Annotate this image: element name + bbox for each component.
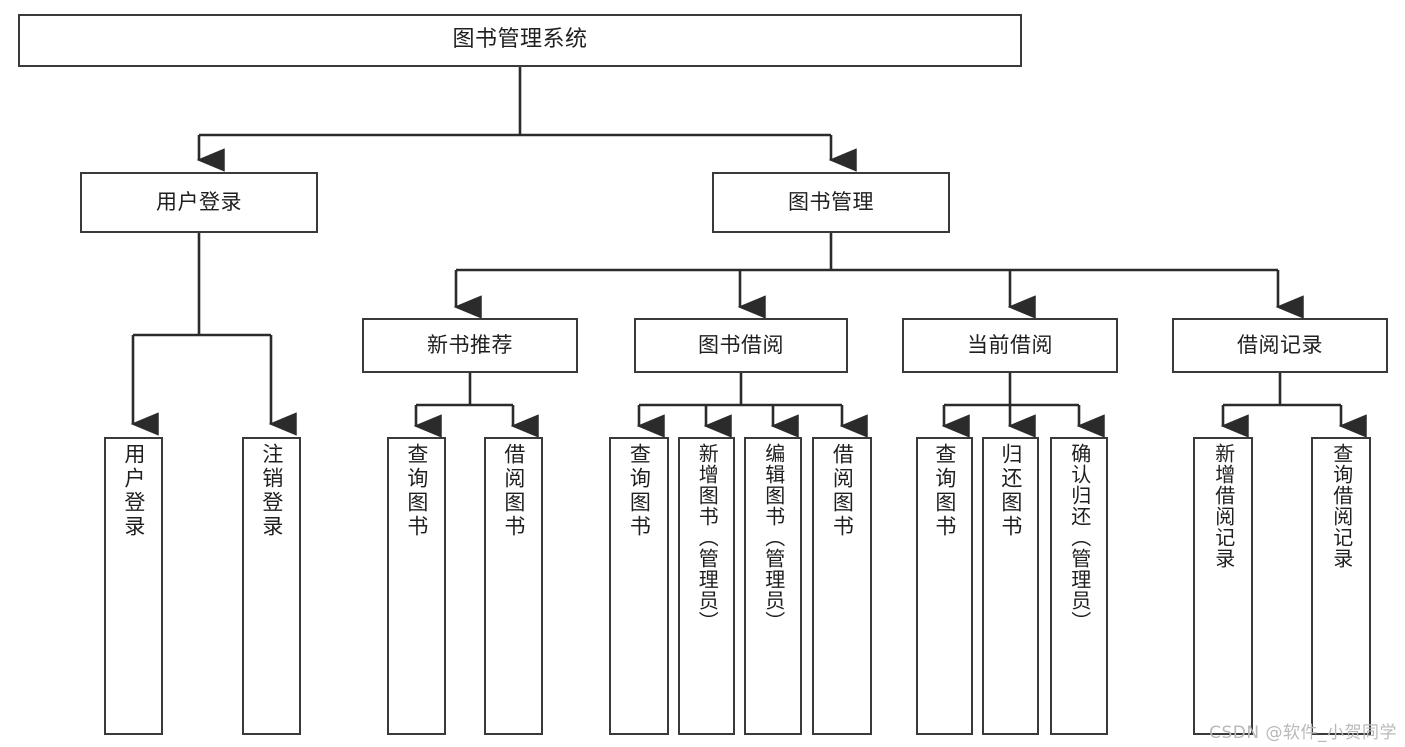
leaf-borrow-book-newbook[interactable]: 借阅图书 xyxy=(484,437,543,735)
node-borrow-records[interactable]: 借阅记录 xyxy=(1172,318,1388,373)
node-label: 借阅记录 xyxy=(1237,332,1323,357)
node-label: 当前借阅 xyxy=(967,332,1053,357)
node-label: 图书管理 xyxy=(788,189,874,214)
node-label: 新增借阅记录 xyxy=(1211,443,1236,569)
node-book-management[interactable]: 图书管理 xyxy=(712,172,950,233)
node-label: 查询借阅记录 xyxy=(1329,443,1354,569)
node-label: 查询图书 xyxy=(404,443,429,539)
node-label: 编辑图书（管理员） xyxy=(761,443,786,632)
leaf-confirm-return-admin[interactable]: 确认归还（管理员） xyxy=(1050,437,1108,735)
node-current-borrow[interactable]: 当前借阅 xyxy=(902,318,1118,373)
node-label: 图书管理系统 xyxy=(452,27,588,53)
node-label: 注销登录 xyxy=(259,443,284,539)
leaf-query-book-borrow[interactable]: 查询图书 xyxy=(609,437,669,735)
node-label: 用户登录 xyxy=(156,189,242,214)
leaf-user-login[interactable]: 用户登录 xyxy=(104,437,163,735)
node-label: 确认归还（管理员） xyxy=(1067,443,1092,632)
leaf-return-book[interactable]: 归还图书 xyxy=(982,437,1039,735)
node-root-system[interactable]: 图书管理系统 xyxy=(18,14,1022,67)
node-book-borrow[interactable]: 图书借阅 xyxy=(634,318,848,373)
node-user-login[interactable]: 用户登录 xyxy=(80,172,318,233)
leaf-edit-book-admin[interactable]: 编辑图书（管理员） xyxy=(744,437,802,735)
node-label: 新书推荐 xyxy=(427,332,513,357)
csdn-watermark: CSDN @软件_小贺同学 xyxy=(1209,723,1397,743)
node-label: 归还图书 xyxy=(998,443,1023,539)
node-label: 借阅图书 xyxy=(501,443,526,539)
leaf-add-borrow-record[interactable]: 新增借阅记录 xyxy=(1193,437,1253,735)
node-new-book-recommend[interactable]: 新书推荐 xyxy=(362,318,578,373)
node-label: 用户登录 xyxy=(121,443,146,539)
leaf-borrow-book[interactable]: 借阅图书 xyxy=(812,437,872,735)
leaf-query-borrow-record[interactable]: 查询借阅记录 xyxy=(1311,437,1371,735)
node-label: 图书借阅 xyxy=(698,332,784,357)
leaf-add-book-admin[interactable]: 新增图书（管理员） xyxy=(678,437,735,735)
node-label: 借阅图书 xyxy=(830,443,855,539)
node-label: 查询图书 xyxy=(627,443,652,539)
node-label: 新增图书（管理员） xyxy=(695,443,720,632)
leaf-query-book-newbook[interactable]: 查询图书 xyxy=(387,437,446,735)
leaf-logout-login[interactable]: 注销登录 xyxy=(242,437,301,735)
leaf-query-book-current[interactable]: 查询图书 xyxy=(916,437,973,735)
node-label: 查询图书 xyxy=(932,443,957,539)
